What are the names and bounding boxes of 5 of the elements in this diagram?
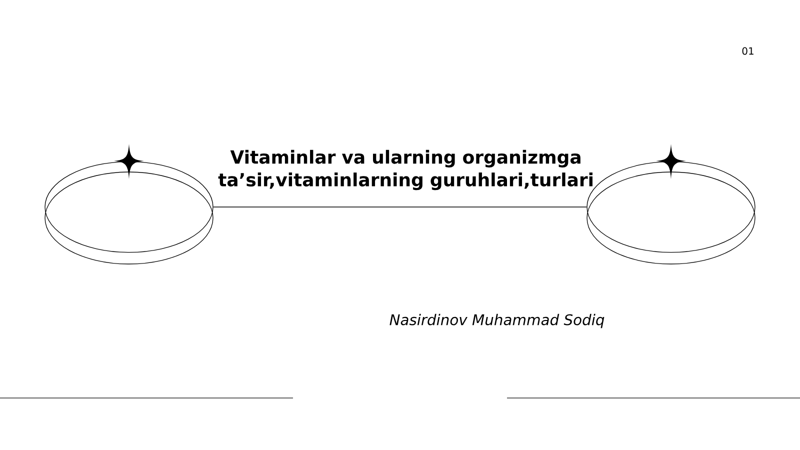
- ring-drawing: [44, 144, 214, 264]
- connector-line: [213, 206, 587, 208]
- title: Vitaminlar va ularning organizmga ta’sir,vitaminlarning guruhlari,turlari: [218, 150, 592, 190]
- author-name: Nasirdinov Muhammad Sodiq: [390, 314, 604, 328]
- page-number: 01: [742, 47, 754, 55]
